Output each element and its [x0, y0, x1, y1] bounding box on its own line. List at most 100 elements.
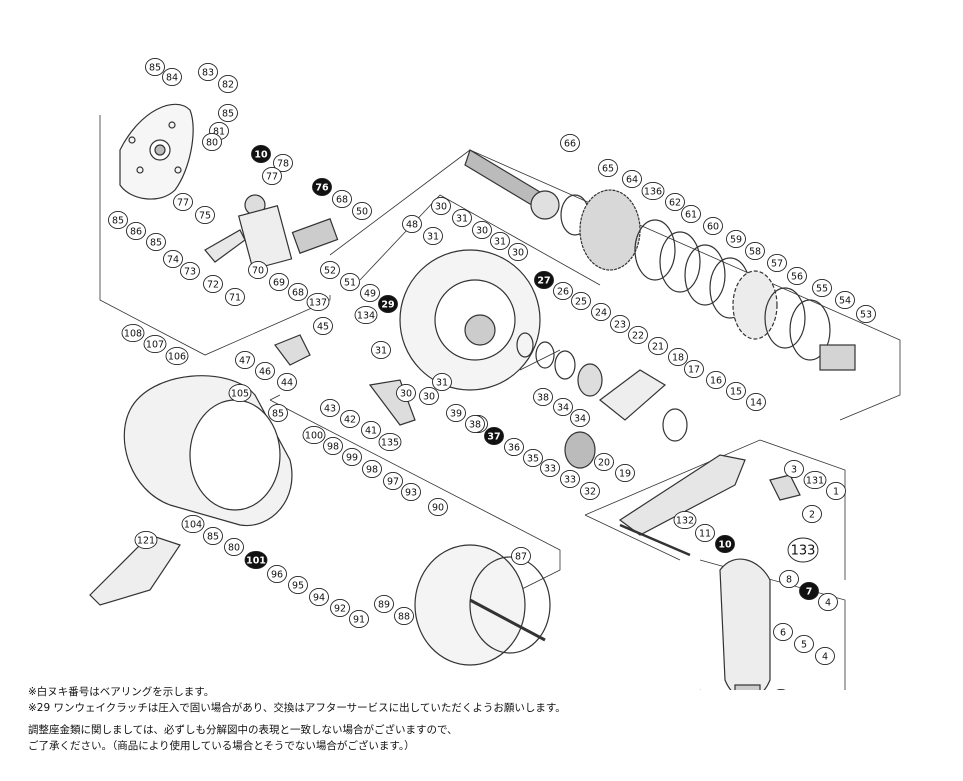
part-callout-48: 48: [402, 214, 422, 234]
callout-bubble: [802, 504, 822, 524]
part-callout-7: 7: [799, 581, 819, 601]
part-callout-66: 66: [560, 133, 580, 153]
part-callout-33: 33: [540, 458, 560, 478]
callout-number: 101: [246, 555, 266, 566]
callout-number: 30: [476, 225, 488, 236]
callout-number: 34: [557, 402, 569, 413]
part-callout-91: 91: [349, 609, 369, 629]
callout-number: 48: [406, 219, 418, 230]
callout-bubble: [706, 370, 726, 390]
part-callout-69: 69: [269, 272, 289, 292]
callout-bubble: [146, 232, 166, 252]
part-callout-76: 76: [312, 177, 332, 197]
side-plate-hole-4: [174, 166, 182, 174]
clutch-yoke-ring-2: [535, 341, 555, 369]
reel-parts-artwork: [89, 103, 901, 690]
part-callout-41: 41: [361, 420, 381, 440]
part-callout-105: 105: [228, 383, 252, 403]
part-callout-24: 24: [591, 302, 611, 322]
callout-number: 59: [730, 234, 742, 245]
callout-bubble: [665, 192, 685, 212]
part-callout-80: 80: [202, 132, 222, 152]
callout-number: 99: [346, 452, 358, 463]
callout-number: 80: [206, 137, 218, 148]
part-callout-85: 85: [218, 103, 238, 123]
callout-number: 31: [375, 345, 387, 356]
callout-number: 57: [771, 258, 783, 269]
callout-number: 58: [749, 246, 761, 257]
callout-number: 85: [207, 531, 219, 542]
part-callout-90: 90: [428, 497, 448, 517]
callout-number: 135: [381, 437, 399, 448]
callout-bubble: [134, 530, 158, 550]
part-callout-34: 34: [553, 397, 573, 417]
callout-bubble: [553, 281, 573, 301]
callout-number: 69: [273, 277, 285, 288]
callout-number: 17: [688, 364, 700, 375]
handle-knob-group-boundary: [699, 559, 846, 690]
pinion-bearing: [662, 408, 688, 442]
callout-bubble: [378, 294, 398, 314]
callout-bubble: [163, 249, 183, 269]
callout-bubble: [262, 166, 282, 186]
part-callout-74: 74: [163, 249, 183, 269]
part-callout-8: 8: [779, 569, 799, 589]
part-callout-22: 22: [628, 325, 648, 345]
callout-bubble: [432, 372, 452, 392]
callout-number: 73: [184, 266, 196, 277]
callout-number: 93: [405, 487, 417, 498]
callout-number: 90: [432, 502, 444, 513]
clutch-yoke-ring-1: [516, 332, 534, 358]
part-callout-35: 35: [523, 448, 543, 468]
part-callout-84: 84: [162, 67, 182, 87]
part-callout-47: 47: [235, 350, 255, 370]
callout-number: 71: [229, 292, 241, 303]
callout-bubble: [856, 304, 876, 324]
part-callout-134: 134: [354, 305, 378, 325]
part-callout-93: 93: [401, 482, 421, 502]
callout-number: 32: [584, 486, 596, 497]
drag-lever-bracket: [237, 205, 293, 270]
callout-number: 34: [574, 413, 586, 424]
part-callout-32: 32: [580, 481, 600, 501]
part-callout-31: 31: [371, 340, 391, 360]
callout-bubble: [745, 241, 765, 261]
callout-number: 36: [508, 442, 520, 453]
part-callout-23: 23: [610, 314, 630, 334]
part-callout-106: 106: [165, 346, 189, 366]
callout-number: 62: [669, 197, 681, 208]
part-callout-61: 61: [681, 204, 701, 224]
callout-number: 98: [366, 464, 378, 475]
callout-bubble: [799, 581, 819, 601]
callout-bubble: [320, 260, 340, 280]
callout-number: 66: [564, 138, 576, 149]
callout-bubble: [570, 408, 590, 428]
part-callout-30: 30: [419, 386, 439, 406]
pinion-gear-shaft: [291, 218, 339, 254]
callout-number: 83: [202, 67, 214, 78]
callout-number: 68: [292, 287, 304, 298]
callout-number: 72: [207, 279, 219, 290]
callout-number: 3: [791, 464, 797, 475]
handle-knob: [719, 558, 771, 690]
part-callout-101: 101: [244, 550, 268, 570]
bearing-note: ※白ヌキ番号はベアリングを示します。: [28, 686, 215, 698]
callout-bubble: [273, 153, 293, 173]
callout-number: 16: [710, 375, 722, 386]
callout-number: 5: [801, 639, 807, 650]
part-callout-135: 135: [378, 432, 402, 452]
spool-flange-back: [469, 556, 551, 654]
reel-foot: [89, 534, 181, 606]
callout-bubble: [423, 226, 443, 246]
part-callout-136: 136: [641, 181, 665, 201]
callout-number: 31: [436, 377, 448, 388]
callout-number: 54: [839, 295, 851, 306]
callout-number: 52: [324, 265, 336, 276]
callout-number: 31: [427, 231, 439, 242]
callout-bubble: [591, 302, 611, 322]
callout-number: 104: [184, 519, 202, 530]
callout-number: 68: [336, 194, 348, 205]
part-callout-26: 26: [553, 281, 573, 301]
callout-bubble: [508, 242, 528, 262]
